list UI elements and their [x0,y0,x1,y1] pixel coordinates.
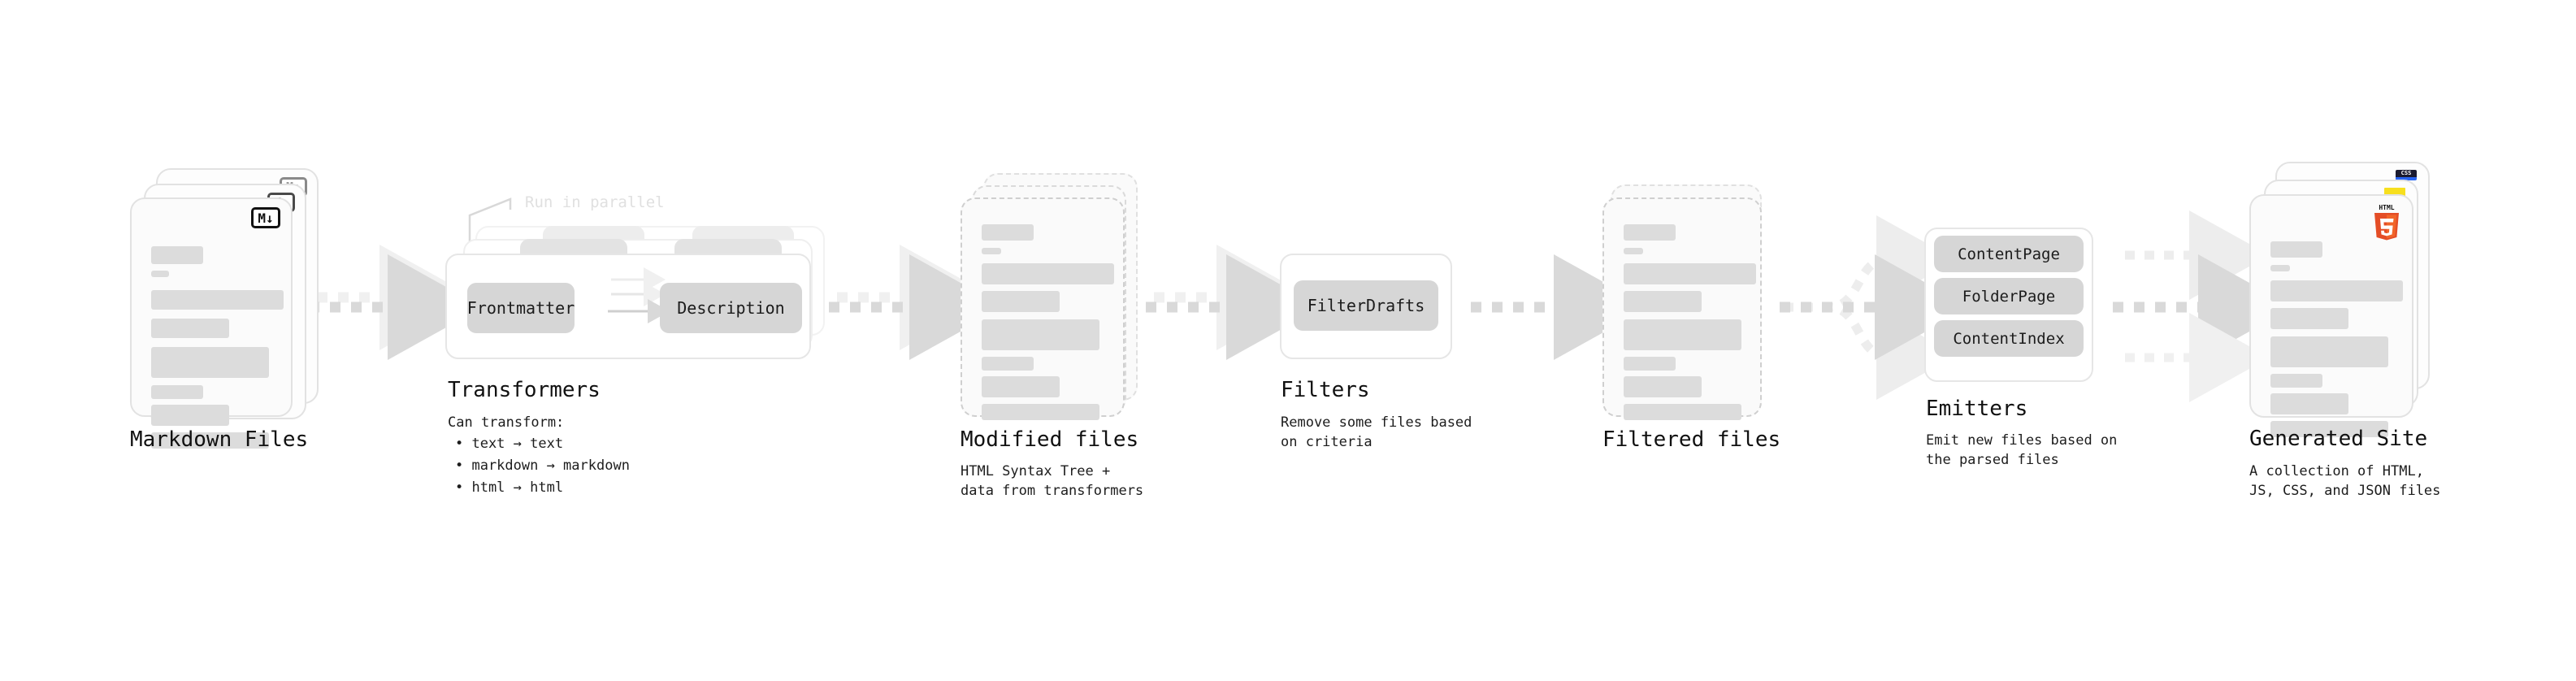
transformers-list-1: • markdown → markdown [455,458,630,474]
run-in-parallel-label: Run in parallel [525,193,665,211]
pill-description[interactable]: Description [660,283,802,333]
connector-modified-to-filters [1146,245,1321,360]
pill-frontmatter[interactable]: Frontmatter [467,283,575,333]
stage-title-generated-site: Generated Site [2249,427,2428,451]
transformers-subtitle: Can transform: [448,414,565,431]
connector-transformers-to-modified [829,245,1004,360]
transformers-list-0: • text → text [455,436,564,452]
pill-contentindex[interactable]: ContentIndex [1934,320,2084,357]
modified-card-front [961,197,1125,420]
generated-site-subtitle: A collection of HTML, JS, CSS, and JSON … [2249,463,2441,499]
svg-text:HTML: HTML [2379,204,2394,211]
pill-contentindex-label: ContentIndex [1953,329,2065,348]
stage-title-transformers: Transformers [448,378,601,402]
connector-markdown-to-transformers [309,245,483,360]
pill-filterdrafts[interactable]: FilterDrafts [1294,280,1438,331]
transformers-list-2: • html → html [455,479,564,496]
stage-title-modified-files: Modified files [961,427,1139,452]
site-card-front: HTML [2249,194,2413,437]
pill-folderpage[interactable]: FolderPage [1934,278,2084,314]
pill-filterdrafts-label: FilterDrafts [1307,296,1425,315]
markdown-card-front: M↓ [130,197,293,449]
connector-filtered-to-emitters [1780,215,1970,400]
stage-title-markdown-files: Markdown Files [130,427,309,452]
html5-icon: HTML [2374,204,2399,241]
markdown-icon: M↓ [251,207,280,228]
filtered-card-front [1602,197,1762,420]
stage-title-filters: Filters [1281,378,1370,402]
filters-subtitle: Remove some files based on criteria [1281,414,1472,450]
stage-title-filtered-files: Filtered files [1602,427,1781,452]
css-icon: CSS [2396,170,2417,180]
pill-folderpage-label: FolderPage [1962,287,2056,306]
connector-emitters-to-site [2113,210,2293,402]
stage-title-emitters: Emitters [1926,397,2028,421]
emitters-subtitle: Emit new files based on the parsed files [1926,432,2118,468]
pill-contentpage[interactable]: ContentPage [1934,236,2084,272]
pill-contentpage-label: ContentPage [1958,245,2060,263]
pill-description-label: Description [677,298,785,318]
pill-frontmatter-label: Frontmatter [466,298,575,318]
modified-files-subtitle: HTML Syntax Tree + data from transformer… [961,463,1144,499]
